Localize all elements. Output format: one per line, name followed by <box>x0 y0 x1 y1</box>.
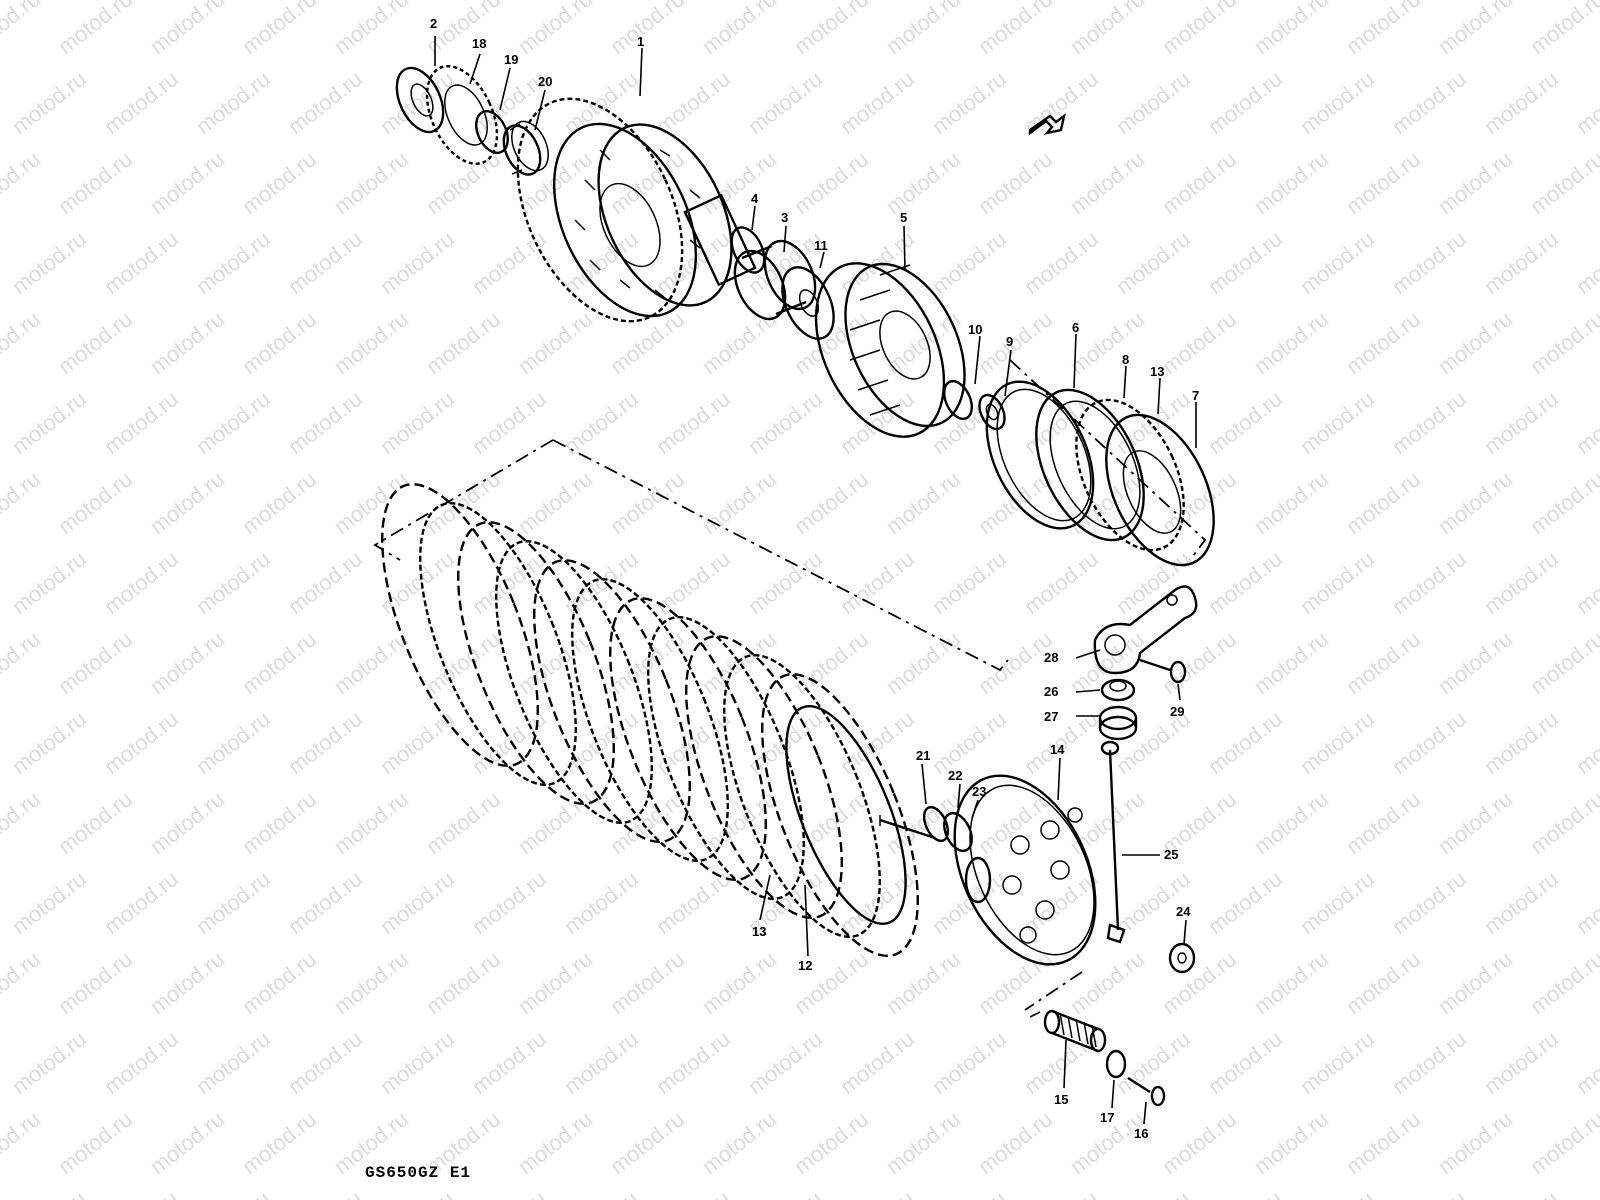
label-9: 9 <box>1006 334 1013 349</box>
label-5: 5 <box>900 210 907 225</box>
label-25: 25 <box>1164 847 1178 862</box>
friction-plate-part-12 <box>761 673 919 957</box>
spring-seat-part-6 <box>985 380 1095 530</box>
label-13b: 13 <box>752 924 766 939</box>
ring-part-7 <box>1105 413 1215 567</box>
model-code-label: GS650GZ E1 <box>365 1164 472 1182</box>
label-12: 12 <box>798 958 812 973</box>
label-19: 19 <box>504 52 518 67</box>
friction-plate-part-12 <box>609 597 767 881</box>
label-1: 1 <box>637 34 644 49</box>
callout-labels: 1 2 3 4 5 6 7 8 9 10 11 12 13 13 14 15 1… <box>430 16 1199 1141</box>
plate-part-13-upper <box>1075 398 1185 552</box>
clutch-spring-part-15 <box>1043 1009 1107 1053</box>
clutch-plate-stack <box>381 483 919 957</box>
label-14: 14 <box>1050 742 1065 757</box>
label-11: 11 <box>814 238 828 253</box>
dashed-spring-guide <box>1024 971 1083 1018</box>
pushrod-piece-part-21 <box>879 815 936 840</box>
label-3: 3 <box>781 210 788 225</box>
ball-part-26 <box>1100 678 1136 702</box>
release-lever-part-28 <box>1093 585 1198 675</box>
friction-plate-part-12 <box>685 635 843 919</box>
nut-part-24 <box>1168 942 1196 974</box>
label-29: 29 <box>1170 704 1184 719</box>
label-28: 28 <box>1044 650 1058 665</box>
label-17: 17 <box>1100 1110 1114 1125</box>
spacer-part-4 <box>730 226 766 274</box>
label-15: 15 <box>1054 1092 1068 1107</box>
bearing-part-20 <box>502 120 549 176</box>
drive-plate-part-13 <box>495 540 653 824</box>
spacer-part-19 <box>475 110 509 154</box>
dashed-group-outline-upper <box>1009 359 1207 561</box>
label-13a: 13 <box>1150 364 1164 379</box>
label-10: 10 <box>968 322 982 337</box>
label-22: 22 <box>948 768 962 783</box>
bolt-part-29 <box>1139 658 1187 684</box>
friction-plate-part-12 <box>533 559 691 843</box>
drive-plate-part-13 <box>647 616 805 900</box>
bearing-part-27 <box>1098 705 1138 741</box>
friction-plate-part-12 <box>457 521 615 805</box>
thrust-washer-part-2 <box>395 66 445 134</box>
pressure-plate-part-14 <box>953 774 1097 966</box>
clutch-housing-part-1 <box>516 97 757 323</box>
bolt-part-16 <box>1127 1076 1166 1107</box>
friction-plate-part-12 <box>381 483 539 767</box>
label-6: 6 <box>1072 320 1079 335</box>
clutch-sleeve-hub-part-5 <box>814 262 966 438</box>
sleeve-hub-part-3 <box>733 239 817 321</box>
drive-plate-part-13 <box>723 654 881 938</box>
washer-part-17 <box>1105 1049 1127 1079</box>
label-21: 21 <box>916 748 930 763</box>
pushrod-part-25 <box>1100 740 1126 944</box>
washer-part-23 <box>943 811 973 853</box>
label-7: 7 <box>1192 388 1199 403</box>
label-8: 8 <box>1122 352 1129 367</box>
label-27: 27 <box>1044 709 1058 724</box>
label-18: 18 <box>472 36 486 51</box>
drive-plate-part-13 <box>571 578 729 862</box>
label-23: 23 <box>972 784 986 799</box>
label-24: 24 <box>1176 904 1191 919</box>
label-26: 26 <box>1044 684 1058 699</box>
label-16: 16 <box>1134 1126 1148 1141</box>
damper-part-8 <box>1035 388 1145 542</box>
label-2: 2 <box>430 16 437 31</box>
front-plate-inner-ring <box>785 704 907 926</box>
label-20: 20 <box>538 74 552 89</box>
dashed-group-outline-stack <box>373 439 1009 672</box>
leader-lines <box>434 36 1197 1125</box>
front-arrow-icon <box>1028 113 1066 136</box>
lock-washer-part-10 <box>943 379 973 421</box>
label-4: 4 <box>751 191 759 206</box>
gear-plate-part-18 <box>425 64 499 166</box>
